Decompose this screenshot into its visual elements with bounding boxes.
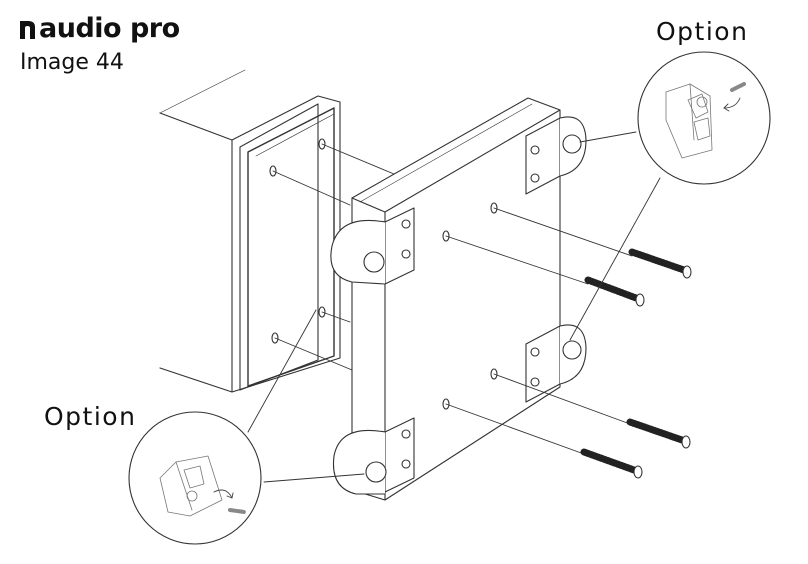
callout-top bbox=[570, 52, 770, 340]
option-label-bottom: Option bbox=[44, 403, 136, 431]
callout-bottom bbox=[129, 310, 364, 544]
speaker-cabinet bbox=[160, 70, 340, 392]
option-label-top: Option bbox=[656, 18, 748, 46]
